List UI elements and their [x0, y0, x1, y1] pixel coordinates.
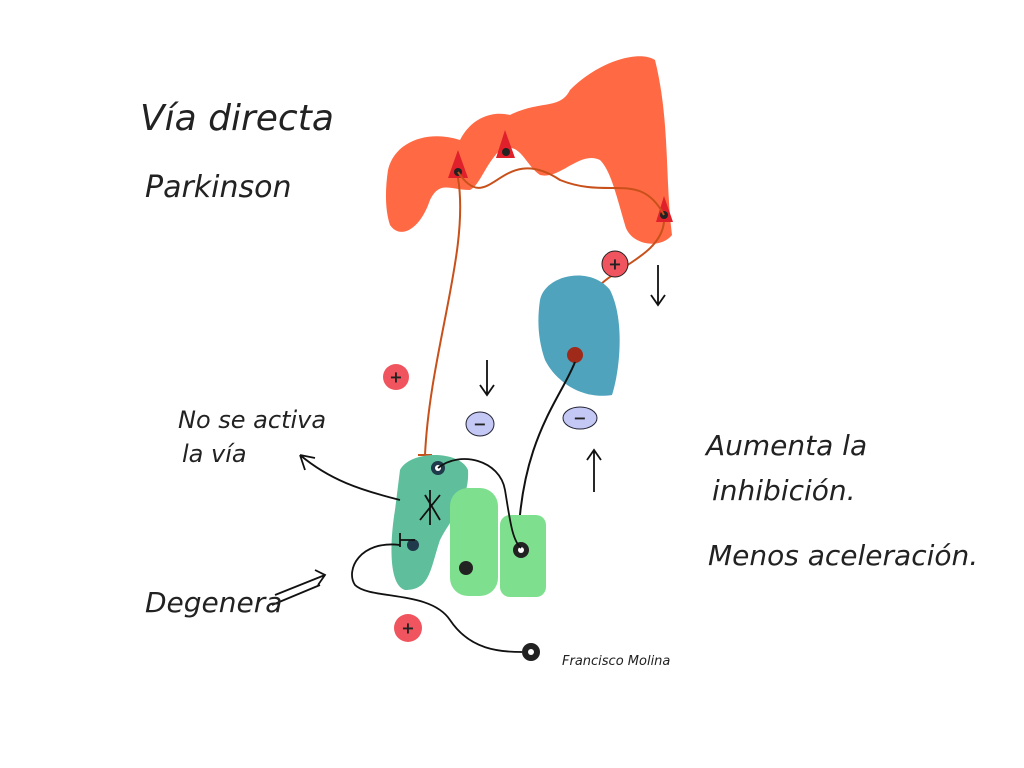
cortex-neurons [448, 130, 673, 222]
arrow-to-label [299, 454, 401, 501]
minus-badge-2: − [562, 406, 598, 430]
svg-text:−: − [573, 409, 586, 428]
cross-mark [419, 490, 441, 525]
label-aumenta-2: inhibición. [712, 474, 856, 507]
label-no-activa-2: la vía [182, 440, 247, 468]
plus-badge-left: + [383, 364, 409, 390]
signature: Francisco Molina [562, 654, 670, 669]
cortex-shape [385, 56, 672, 244]
label-no-activa-1: No se activa [178, 406, 326, 434]
svg-text:+: + [401, 619, 414, 638]
degenera-arrow [271, 569, 327, 606]
down-arrow-2 [650, 265, 666, 307]
plus-badge-cortex: + [601, 250, 629, 278]
label-menos: Menos aceleración. [708, 539, 978, 572]
striatum-neurons [407, 461, 540, 661]
up-arrow [586, 448, 602, 492]
thalamus-shape [538, 275, 620, 396]
title-line2: Parkinson [145, 170, 292, 205]
down-arrow-1 [479, 360, 495, 397]
svg-text:−: − [473, 415, 486, 434]
label-aumenta-1: Aumenta la [704, 429, 867, 462]
svg-text:+: + [389, 368, 402, 387]
minus-badge-1: − [465, 411, 495, 437]
plus-badge-bottom: + [394, 614, 422, 642]
svg-text:+: + [608, 255, 621, 274]
label-degenera: Degenera [145, 586, 282, 619]
title-line1: Vía directa [140, 98, 334, 139]
thalamus-neuron [567, 347, 583, 363]
green-nucleus-1 [450, 488, 498, 596]
